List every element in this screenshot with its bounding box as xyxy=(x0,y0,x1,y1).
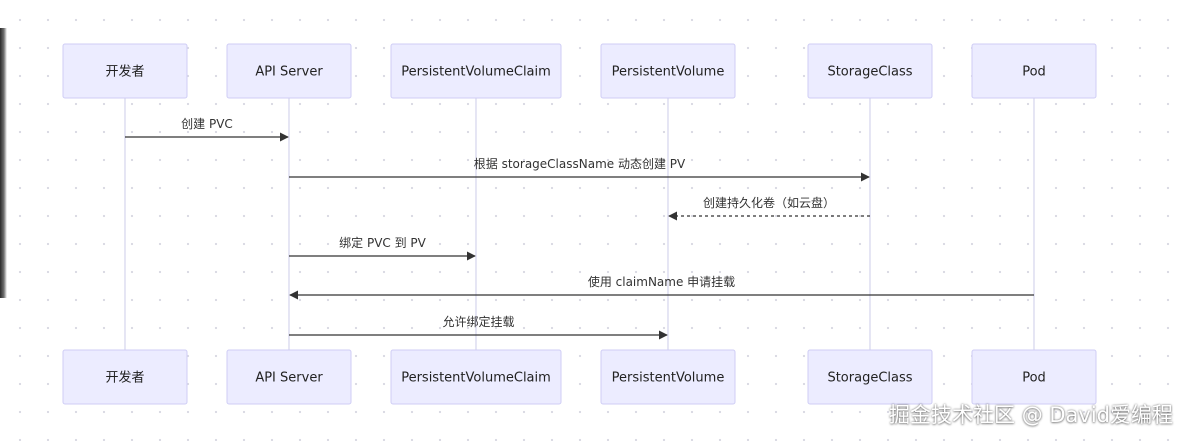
left-edge-shadow xyxy=(0,28,7,298)
message-label: 创建持久化卷（如云盘） xyxy=(703,195,835,210)
participant-label: StorageClass xyxy=(827,65,912,80)
participant-box xyxy=(971,43,1097,99)
participant-box xyxy=(62,349,188,405)
message-3: 创建持久化卷（如云盘） xyxy=(668,195,870,221)
participant-box xyxy=(226,349,352,405)
participant-dev-bottom: 开发者 xyxy=(62,349,188,405)
message-4: 绑定 PVC 到 PV xyxy=(289,235,476,261)
participant-label: PersistentVolume xyxy=(612,65,725,80)
participant-box xyxy=(390,43,562,99)
participant-sc-top: StorageClass xyxy=(807,43,933,99)
message-label: 使用 claimName 申请挂载 xyxy=(588,274,735,289)
participant-label: API Server xyxy=(255,65,323,80)
participant-label: PersistentVolumeClaim xyxy=(401,371,551,386)
message-label: 允许绑定挂载 xyxy=(442,314,514,329)
participant-pvc-bottom: PersistentVolumeClaim xyxy=(390,349,562,405)
participant-box xyxy=(600,349,736,405)
message-2: 根据 storageClassName 动态创建 PV xyxy=(289,157,870,182)
participant-pv-top: PersistentVolume xyxy=(600,43,736,99)
message-6: 允许绑定挂载 xyxy=(289,314,668,340)
watermark: 掘金技术社区 @ David爱编程 xyxy=(889,403,1173,427)
participant-label: StorageClass xyxy=(827,371,912,386)
message-label: 绑定 PVC 到 PV xyxy=(339,235,427,250)
participant-pod-top: Pod xyxy=(971,43,1097,99)
participant-box xyxy=(226,43,352,99)
participant-box xyxy=(390,349,562,405)
participant-pvc-top: PersistentVolumeClaim xyxy=(390,43,562,99)
participant-box xyxy=(807,43,933,99)
participant-label: PersistentVolume xyxy=(612,371,725,386)
participant-label: API Server xyxy=(255,371,323,386)
participant-sc-bottom: StorageClass xyxy=(807,349,933,405)
participant-label: 开发者 xyxy=(105,64,144,80)
message-5: 使用 claimName 申请挂载 xyxy=(289,274,1034,300)
message-label: 根据 storageClassName 动态创建 PV xyxy=(474,157,686,171)
message-1: 创建 PVC xyxy=(125,117,289,142)
participant-box xyxy=(62,43,188,99)
participant-api-bottom: API Server xyxy=(226,349,352,405)
participant-box xyxy=(600,43,736,99)
participant-api-top: API Server xyxy=(226,43,352,99)
participant-label: Pod xyxy=(1022,65,1046,80)
participant-label: PersistentVolumeClaim xyxy=(401,65,551,80)
participant-dev-top: 开发者 xyxy=(62,43,188,99)
participant-pv-bottom: PersistentVolume xyxy=(600,349,736,405)
message-label: 创建 PVC xyxy=(181,117,233,131)
participant-label: 开发者 xyxy=(105,370,144,386)
participant-label: Pod xyxy=(1022,371,1046,386)
participant-box xyxy=(807,349,933,405)
participant-box xyxy=(971,349,1097,405)
participant-pod-bottom: Pod xyxy=(971,349,1097,405)
